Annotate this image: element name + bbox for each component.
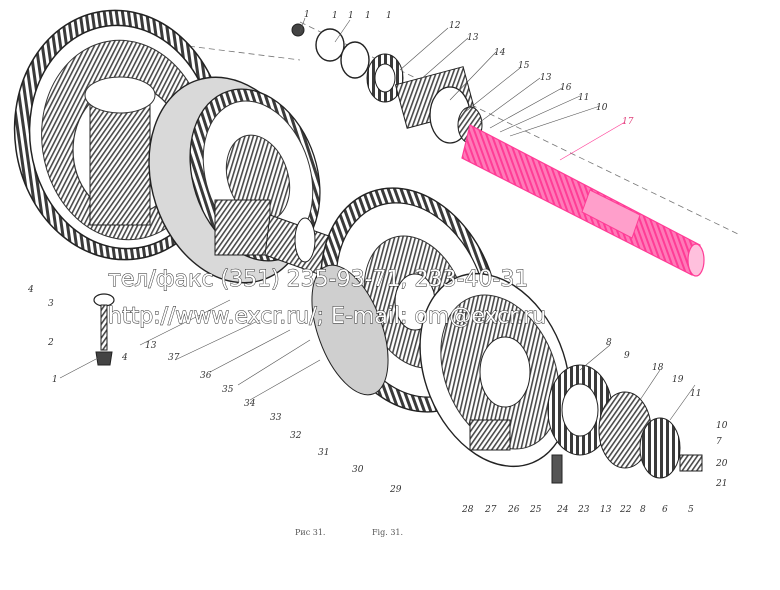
part-label: 20 <box>715 459 728 469</box>
part-label: 8 <box>640 505 646 515</box>
part-label: 13 <box>145 341 157 351</box>
part-label: 9 <box>624 351 630 361</box>
part-label: 13 <box>467 33 479 43</box>
part-label: 3 <box>48 299 54 309</box>
part-label: 34 <box>244 399 256 409</box>
part-label: 36 <box>200 371 212 381</box>
part-label: 13 <box>600 505 612 515</box>
part-label: 24 <box>556 505 569 515</box>
part-label: 1 <box>52 375 58 385</box>
part-label: 10 <box>716 421 728 431</box>
part-labels-right: 8 9 18 19 11 10 7 20 21 <box>606 338 728 489</box>
part-label: 23 <box>577 505 590 515</box>
part-label: 18 <box>652 363 664 373</box>
figure-caption-ru: Рис 31. <box>295 528 325 537</box>
highlighted-shaft-part-17 <box>461 124 705 277</box>
part-label: 25 <box>529 505 542 515</box>
part-label-highlighted: 17 <box>622 117 634 127</box>
part-label: 1 <box>365 11 371 21</box>
part-label: 33 <box>270 413 282 423</box>
part-label: 13 <box>540 73 552 83</box>
part-label: 29 <box>389 485 402 495</box>
part-label: 8 <box>606 338 612 348</box>
part-label: 5 <box>688 505 694 515</box>
part-label: 35 <box>222 385 234 395</box>
part-label: 16 <box>560 83 572 93</box>
brake-drum-large <box>148 76 321 284</box>
bolt-assembly-left <box>93 293 115 366</box>
part-label: 1 <box>332 11 338 21</box>
leader-lines <box>59 17 696 421</box>
gear-cluster-right <box>547 364 703 484</box>
part-label: 27 <box>484 505 497 515</box>
part-label: 12 <box>449 21 461 31</box>
part-label: 4 <box>121 353 128 363</box>
part-label: 31 <box>318 448 329 458</box>
part-label: 10 <box>596 103 608 113</box>
part-label: 7 <box>716 437 722 447</box>
part-label: 4 <box>27 285 34 295</box>
part-label: 21 <box>715 479 727 489</box>
part-label: 1 <box>304 10 310 20</box>
watermark-contact: http://www.excr.ru/; E-mail: om@excr.ru <box>108 304 546 329</box>
part-label: 15 <box>518 61 530 71</box>
part-label: 37 <box>168 353 180 363</box>
part-labels-top: 1 1 1 1 1 12 13 14 15 13 16 11 10 17 <box>304 10 634 127</box>
part-label: 6 <box>662 505 668 515</box>
part-labels-bottom: 28 27 26 25 24 23 13 22 8 6 5 <box>461 505 694 515</box>
part-labels-left: 4 3 2 1 4 13 37 36 35 34 33 32 31 30 29 <box>27 285 402 495</box>
part-label: 2 <box>47 338 54 348</box>
part-label: 11 <box>690 389 701 399</box>
part-label: 1 <box>348 11 354 21</box>
figure-caption-en: Fig. 31. <box>372 528 403 537</box>
part-label: 32 <box>290 431 302 441</box>
assembly-axis-line <box>299 21 741 236</box>
part-label: 1 <box>386 11 392 21</box>
watermark-phone: тел/факс (351) 235-93-71, 233-40-31 <box>108 267 528 292</box>
part-label: 26 <box>507 505 520 515</box>
planetary-carrier-drum <box>419 272 571 468</box>
part-label: 11 <box>578 93 589 103</box>
part-label: 30 <box>352 465 364 475</box>
part-label: 28 <box>461 505 474 515</box>
part-label: 22 <box>619 505 632 515</box>
part-label: 19 <box>672 375 684 385</box>
part-label: 14 <box>494 48 506 58</box>
bearing-stack-upper <box>291 23 483 144</box>
